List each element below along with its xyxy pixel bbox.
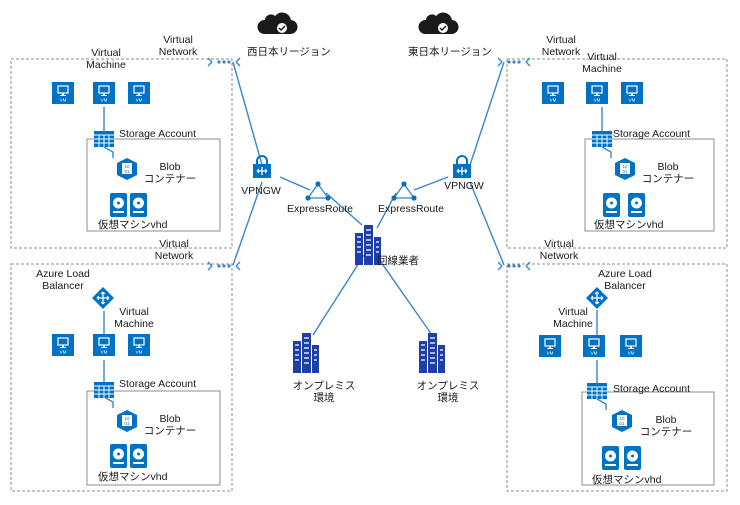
vpngw-label: VPNGW (241, 185, 281, 197)
west-storage-top-box (86, 138, 221, 232)
vm-icon (92, 333, 116, 357)
vm-icon (538, 334, 562, 358)
east-vnet-bottom-box (506, 263, 728, 492)
vm-icon (51, 81, 75, 105)
vm-icon (541, 81, 565, 105)
blob-icon (615, 158, 635, 180)
vhd-disk-icon (130, 444, 147, 468)
vhd-disk-icon (110, 193, 127, 217)
vhd-disk-icon (624, 446, 641, 470)
blob-container-label: Blob コンテナー (143, 413, 197, 437)
east-vnet-top-box (506, 58, 728, 249)
storage-account-label: Storage Account (613, 383, 691, 395)
west-vnet-top-box (10, 58, 233, 249)
vm-icon (127, 333, 151, 357)
storage-account-icon (586, 382, 608, 400)
blob-container-label: Blob コンテナー (639, 414, 693, 438)
on-premises-label: オンプレミス 環境 (292, 380, 356, 404)
west-vnet-bottom-box (10, 263, 233, 492)
expressroute-icon (390, 180, 418, 202)
storage-account-icon (93, 130, 115, 148)
vm-icon (582, 334, 606, 358)
storage-account-label: Storage Account (119, 128, 197, 140)
vhd-disk-icon (628, 193, 645, 217)
west-region-label: 西日本リージョン (247, 46, 331, 58)
vm-group-label: Virtual Machine (553, 306, 593, 330)
vnet-label: Virtual Network (541, 34, 581, 58)
east-storage-top-box (584, 138, 715, 232)
connection-lines (103, 61, 612, 410)
expressroute-icon (304, 180, 332, 202)
vm-group-label: Virtual Machine (86, 47, 126, 71)
blob-icon (612, 410, 632, 432)
vm-icon (127, 81, 151, 105)
vnet-icon (207, 261, 241, 271)
on-premises-label: オンプレミス 環境 (416, 380, 480, 404)
vhd-disk-icon (602, 446, 619, 470)
vpn-gateway-icon (252, 155, 272, 179)
vm-vhd-label: 仮想マシンvhd (592, 474, 662, 486)
vm-icon (619, 334, 643, 358)
vhd-disk-icon (603, 193, 620, 217)
blob-container-label: Blob コンテナー (143, 161, 197, 185)
cloud-icon (417, 11, 460, 35)
blob-icon (117, 410, 137, 432)
vhd-disk-icon (130, 193, 147, 217)
vnet-label: Virtual Network (158, 34, 198, 58)
storage-account-icon (93, 381, 115, 399)
vm-vhd-label: 仮想マシンvhd (98, 471, 168, 483)
east-region-label: 東日本リージョン (408, 46, 492, 58)
expressroute-label: ExpressRoute (287, 203, 353, 215)
storage-account-label: Storage Account (119, 378, 197, 390)
building-icon (418, 332, 446, 374)
vpn-gateway-icon (452, 155, 472, 179)
storage-account-icon (591, 130, 613, 148)
vm-icon (620, 81, 644, 105)
east-storage-bottom-box (581, 391, 715, 486)
vm-group-label: Virtual Machine (582, 51, 622, 75)
vnet-label: Virtual Network (539, 238, 579, 262)
load-balancer-label: Azure Load Balancer (598, 268, 652, 292)
blob-icon (117, 158, 137, 180)
vm-vhd-label: 仮想マシンvhd (594, 219, 664, 231)
load-balancer-icon (91, 286, 115, 310)
blob-container-label: Blob コンテナー (641, 161, 695, 185)
vm-icon (585, 81, 609, 105)
carrier-label: 回線業者 (377, 255, 419, 267)
vhd-disk-icon (110, 444, 127, 468)
expressroute-label: ExpressRoute (378, 203, 444, 215)
vm-icon (92, 81, 116, 105)
vnet-label: Virtual Network (154, 238, 194, 262)
vm-group-label: Virtual Machine (114, 306, 154, 330)
storage-account-label: Storage Account (613, 128, 691, 140)
vpngw-label: VPNGW (444, 180, 484, 192)
vm-icon (51, 333, 75, 357)
cloud-icon (256, 11, 299, 35)
boxes (10, 58, 728, 492)
vm-vhd-label: 仮想マシンvhd (98, 219, 168, 231)
load-balancer-label: Azure Load Balancer (36, 268, 90, 292)
building-icon (292, 332, 320, 374)
west-storage-bottom-box (86, 390, 221, 486)
